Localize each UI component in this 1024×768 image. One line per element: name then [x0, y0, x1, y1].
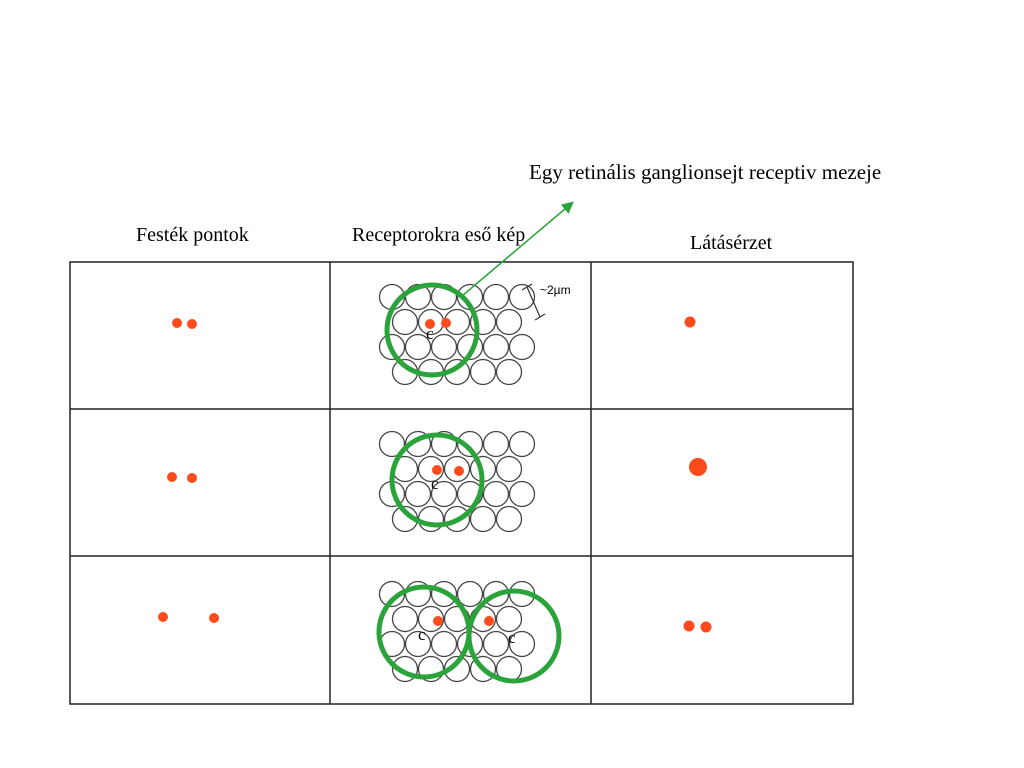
receptor-cell — [430, 580, 458, 608]
receptive-field-row-1 — [384, 282, 480, 378]
receptor-cell — [482, 580, 510, 608]
scale-bar — [521, 283, 546, 321]
stimulus-dots-row-1 — [172, 318, 197, 329]
receptor-cell — [482, 630, 510, 658]
annotation-arrow — [461, 201, 574, 297]
column-header-dye-dots: Festék pontok — [136, 224, 249, 246]
receptor-cell — [417, 605, 445, 633]
receptor-cell — [482, 333, 510, 361]
receptor-cell — [417, 655, 445, 683]
column-header-retinal-image: Receptorokra eső kép — [352, 224, 526, 246]
center-cell-label-row-2: c — [431, 474, 439, 493]
receptor-cell — [508, 430, 536, 458]
receptor-cell — [469, 505, 497, 533]
center-cell-label-row-1: c — [426, 324, 434, 343]
perception-row-1 — [684, 316, 696, 328]
stimulus-dots-row-2 — [167, 472, 197, 483]
stimulus-dots-row-3 — [158, 612, 219, 623]
receptor-cell — [482, 430, 510, 458]
receptor-cell — [508, 480, 536, 508]
receptor-cell — [495, 308, 523, 336]
receptive-field-row-2 — [389, 432, 485, 528]
receptor-cell — [404, 333, 432, 361]
receptor-cell — [404, 480, 432, 508]
receptor-cell — [378, 333, 406, 361]
receptor-cell — [456, 430, 484, 458]
receptor-mosaic-row-3 — [378, 580, 536, 683]
receptor-mosaic-row-2 — [378, 430, 536, 533]
image-dots-row-1 — [425, 318, 451, 329]
receptor-cell — [378, 430, 406, 458]
receptor-cell — [430, 630, 458, 658]
receptor-cell — [391, 308, 419, 336]
image-dots-row-3 — [433, 616, 494, 626]
receptor-cell — [404, 283, 432, 311]
receptor-cell — [417, 505, 445, 533]
receptor-cell — [456, 333, 484, 361]
receptor-cell — [508, 283, 536, 311]
receptor-cell — [456, 580, 484, 608]
center-cell-label-row-3-right: c — [508, 628, 516, 647]
receptive-field-row-3-right — [466, 588, 562, 684]
receptive-fields — [376, 282, 562, 684]
receptor-cell — [443, 455, 471, 483]
receptor-cell — [391, 605, 419, 633]
receptor-cell — [417, 455, 445, 483]
image-dots-row-2 — [432, 465, 464, 476]
receptor-cell — [456, 480, 484, 508]
receptor-cell — [469, 308, 497, 336]
receptor-cell — [404, 430, 432, 458]
receptor-cell — [443, 655, 471, 683]
receptor-cell — [508, 630, 536, 658]
receptor-cell — [469, 655, 497, 683]
receptor-cell — [495, 358, 523, 386]
center-cell-label-row-3-left: c — [418, 625, 426, 644]
receptor-cell — [495, 505, 523, 533]
receptor-cell — [404, 580, 432, 608]
receptor-cell — [404, 630, 432, 658]
column-header-perception: Látásérzet — [690, 232, 773, 254]
receptor-cell — [443, 505, 471, 533]
receptor-cell — [495, 455, 523, 483]
receptive-field-annotation: Egy retinális ganglionsejt receptiv meze… — [529, 160, 882, 184]
receptor-cell — [391, 655, 419, 683]
receptor-cell — [482, 480, 510, 508]
perception-row-2 — [689, 458, 707, 476]
receptor-cell — [430, 480, 458, 508]
perception-row-3 — [683, 620, 712, 633]
receptor-cell — [508, 333, 536, 361]
receptor-cell — [430, 333, 458, 361]
receptor-cell — [482, 283, 510, 311]
receptor-cell — [430, 430, 458, 458]
receptor-cell — [495, 605, 523, 633]
receptor-cell — [469, 358, 497, 386]
table-grid — [69, 261, 854, 705]
scale-label: ~2µm — [540, 283, 571, 297]
